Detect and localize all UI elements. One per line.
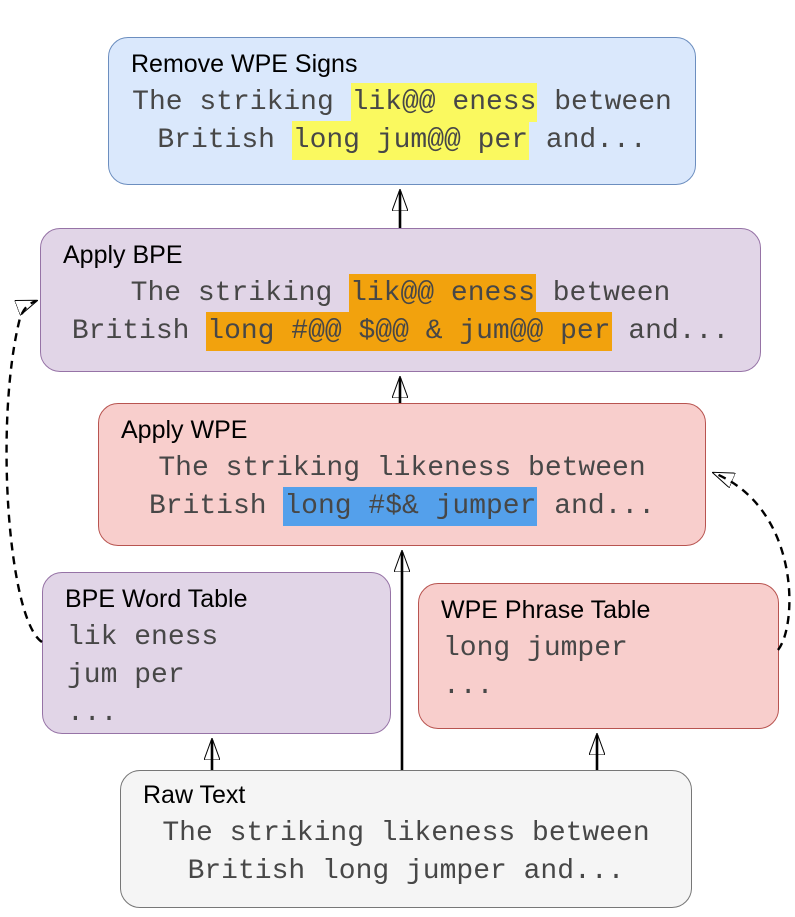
highlight-orange: long #@@ $@@ & jum@@ per bbox=[206, 312, 612, 351]
text-line: The striking lik@@ eness between bbox=[41, 274, 760, 313]
text-segment: ... bbox=[443, 671, 494, 702]
text-segment: The striking bbox=[130, 278, 350, 309]
text-segment: British bbox=[148, 491, 284, 522]
text-line: British long jum@@ per and... bbox=[109, 121, 695, 160]
wpe-phrase-table-box: WPE Phrase Table long jumper... bbox=[418, 583, 779, 729]
dashed-arrow-bpetable-to-applybpe bbox=[5, 301, 43, 644]
bpe-word-table-box: BPE Word Table lik eness jum per... bbox=[42, 572, 391, 734]
text-segment: The striking bbox=[132, 87, 351, 118]
text-segment: lik eness bbox=[67, 622, 219, 653]
text-line: The striking likeness between bbox=[99, 450, 705, 488]
box-title: Remove WPE Signs bbox=[131, 50, 358, 78]
text-line: long jumper bbox=[443, 630, 778, 668]
text-segment: British bbox=[71, 316, 207, 347]
highlight-orange: lik@@ eness bbox=[349, 274, 536, 313]
box-body: long jumper... bbox=[419, 630, 778, 706]
text-segment: The striking likeness between bbox=[158, 453, 646, 484]
box-title: WPE Phrase Table bbox=[441, 596, 651, 624]
box-title: Raw Text bbox=[143, 781, 246, 809]
text-segment: and... bbox=[529, 125, 647, 156]
text-line: The striking likeness between bbox=[121, 815, 691, 853]
text-line: British long #$& jumper and... bbox=[99, 487, 705, 526]
highlight-yellow: long jum@@ per bbox=[291, 121, 530, 160]
text-segment: long jumper bbox=[443, 633, 628, 664]
text-line: British long #@@ $@@ & jum@@ per and... bbox=[41, 312, 760, 351]
text-line: lik eness bbox=[67, 619, 390, 657]
text-segment: The striking likeness between bbox=[162, 818, 650, 849]
text-segment: between bbox=[535, 278, 671, 309]
highlight-yellow: lik@@ eness bbox=[350, 83, 538, 122]
text-segment: and... bbox=[537, 491, 656, 522]
box-title: BPE Word Table bbox=[65, 585, 248, 613]
text-segment: jum per bbox=[67, 660, 185, 691]
text-line: ... bbox=[67, 695, 390, 733]
apply-bpe-box: Apply BPE The striking lik@@ eness betwe… bbox=[40, 228, 761, 372]
text-segment: ... bbox=[67, 698, 118, 729]
text-line: British long jumper and... bbox=[121, 853, 691, 891]
text-line: The striking lik@@ eness between bbox=[109, 83, 695, 122]
remove-wpe-signs-box: Remove WPE Signs The striking lik@@ enes… bbox=[108, 37, 696, 185]
text-line: ... bbox=[443, 668, 778, 706]
highlight-blue: long #$& jumper bbox=[283, 487, 538, 526]
box-title: Apply BPE bbox=[63, 241, 183, 269]
box-body: lik eness jum per... bbox=[43, 619, 390, 733]
text-line: jum per bbox=[67, 657, 390, 695]
text-segment: British bbox=[157, 125, 292, 156]
text-segment: British long jumper and... bbox=[187, 856, 625, 887]
text-segment: between bbox=[537, 87, 672, 118]
text-segment: and... bbox=[611, 316, 730, 347]
box-title: Apply WPE bbox=[121, 416, 248, 444]
